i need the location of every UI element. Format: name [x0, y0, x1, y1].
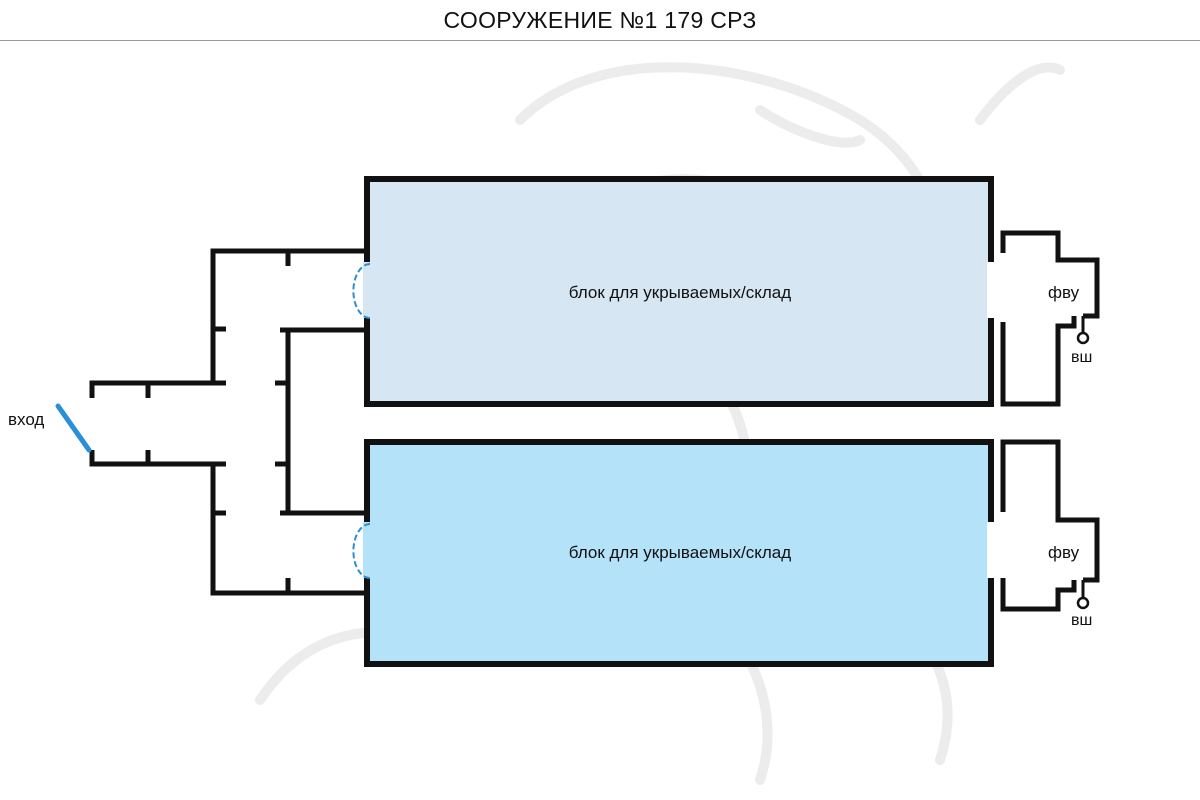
- entrance-door: [55, 403, 92, 453]
- shaft-top-icon: [1076, 316, 1090, 345]
- fvu-bottom-label: фву: [1048, 543, 1080, 562]
- fvu-bottom-walls: [1000, 439, 1100, 612]
- block-bottom-left-doorway: [363, 522, 371, 578]
- entrance-label: вход: [8, 410, 44, 429]
- vsh-bottom-label: вш: [1071, 612, 1092, 629]
- corridor-walls: [89, 248, 367, 596]
- vsh-top-label: вш: [1071, 349, 1092, 366]
- shaft-bottom-icon: [1076, 580, 1090, 610]
- block-top: [364, 176, 994, 407]
- watermark-emblem: [255, 62, 1065, 785]
- block-bottom-right-doorway: [987, 522, 995, 578]
- fvu-top-walls: [1000, 230, 1100, 407]
- block-top-right-doorway: [987, 262, 995, 318]
- fvu-top-label: фву: [1048, 283, 1080, 302]
- page-title: СООРУЖЕНИЕ №1 179 СРЗ: [443, 7, 757, 33]
- block-top-left-doorway: [363, 262, 371, 318]
- block-bottom-label: блок для укрываемых/склад: [569, 543, 791, 562]
- block-top-label: блок для укрываемых/склад: [569, 283, 791, 302]
- header-bar: СООРУЖЕНИЕ №1 179 СРЗ: [0, 0, 1200, 41]
